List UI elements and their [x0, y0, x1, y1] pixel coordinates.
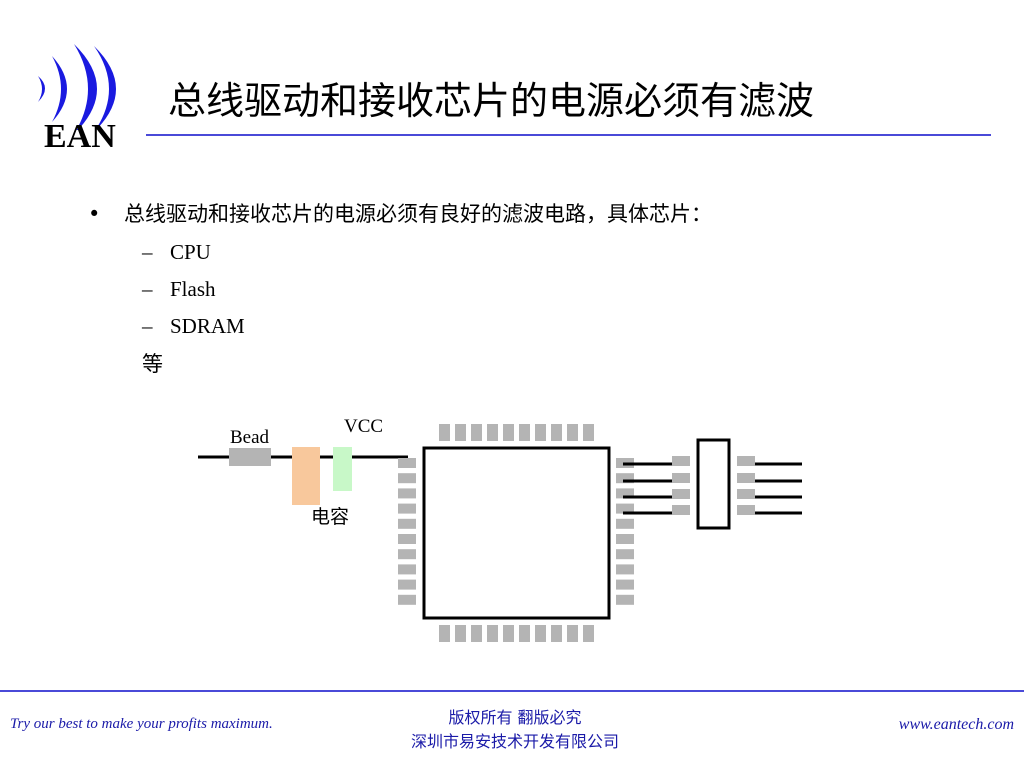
connector-pin-right: [737, 456, 755, 466]
chip-pin-left: [398, 549, 416, 560]
connector-pin-right: [737, 505, 755, 515]
copyright-line-1: 版权所有 翻版必究: [448, 708, 582, 727]
chip-pin-right: [616, 503, 634, 514]
capacitor-large: [292, 447, 320, 505]
chip-pin-left: [398, 579, 416, 590]
chip-pin-top: [551, 424, 562, 441]
page-title: 总线驱动和接收芯片的电源必须有滤波: [168, 79, 815, 123]
bead-label: Bead: [230, 427, 270, 448]
chip-to-connector-wires: [623, 462, 672, 515]
connector-body: [696, 438, 731, 530]
logo: [30, 40, 140, 160]
connector-pin-left: [672, 456, 690, 466]
chip-pin-bottom: [535, 625, 546, 642]
chip-pin-bottom: [519, 625, 530, 642]
chip-pins: [398, 424, 634, 642]
title-divider: [146, 134, 991, 136]
dash-marker: –: [142, 314, 153, 338]
connector-pin-left: [672, 489, 690, 499]
chip-pin-left: [398, 488, 416, 499]
chip-pin-left: [398, 534, 416, 544]
chip-pin-right: [616, 594, 634, 605]
chip-pin-right: [616, 579, 634, 590]
bullet-text: 总线驱动和接收芯片的电源必须有良好的滤波电路，具体芯片：: [124, 202, 712, 226]
chip-pin-top: [519, 424, 530, 441]
bullet-marker: •: [88, 202, 101, 226]
chip-pin-top: [503, 424, 514, 441]
connector-pin-left: [672, 505, 690, 515]
connector-pin-left: [672, 473, 690, 483]
ferrite-bead: [229, 448, 271, 466]
sub-item-label: Flash: [170, 277, 216, 301]
chip-pin-bottom: [439, 625, 450, 642]
footer-website-link[interactable]: www.eantech.com: [898, 716, 1014, 733]
chip-pin-right: [616, 488, 634, 499]
chip-pin-top: [535, 424, 546, 441]
etc-text: 等: [142, 352, 163, 376]
footer-copyright: 版权所有 翻版必究 深圳市易安技术开发有限公司: [360, 706, 670, 754]
chip-pin-left: [398, 458, 416, 468]
logo-text: EAN: [44, 118, 116, 155]
chip-pin-right: [616, 564, 634, 575]
chip-pin-bottom: [551, 625, 562, 642]
logo-waves-icon: [38, 44, 116, 134]
chip-pin-right: [616, 534, 634, 544]
connector-pin-right: [737, 473, 755, 483]
dash-marker: –: [142, 277, 153, 301]
chip-pin-right: [616, 518, 634, 529]
vcc-label: VCC: [344, 416, 383, 437]
connector-pins: [672, 456, 755, 515]
chip-pin-bottom: [487, 625, 498, 642]
chip-pin-top: [455, 424, 466, 441]
chip-body: [422, 446, 611, 620]
chip-pin-left: [398, 503, 416, 514]
chip-pin-bottom: [503, 625, 514, 642]
sub-item-cpu: –CPU: [142, 240, 211, 265]
bullet-item: • 总线驱动和接收芯片的电源必须有良好的滤波电路，具体芯片：: [88, 198, 712, 228]
sub-item-flash: –Flash: [142, 277, 216, 302]
copyright-line-2: 深圳市易安技术开发有限公司: [410, 732, 619, 751]
sub-item-label: CPU: [170, 240, 211, 264]
chip-pin-left: [398, 564, 416, 575]
chip-pin-right: [616, 473, 634, 484]
chip-pin-left: [398, 518, 416, 529]
chip-pin-bottom: [567, 625, 578, 642]
footer-divider: [0, 690, 1024, 692]
dash-marker: –: [142, 240, 153, 264]
chip-pin-bottom: [583, 625, 594, 642]
chip-pin-bottom: [455, 625, 466, 642]
chip-pin-top: [471, 424, 482, 441]
chip-pin-right: [616, 549, 634, 560]
footer-slogan: Try our best to make your profits maximu…: [10, 716, 273, 732]
sub-item-sdram: –SDRAM: [142, 314, 245, 339]
sub-item-label: SDRAM: [170, 314, 245, 338]
chip-pin-top: [583, 424, 594, 441]
capacitor-small: [333, 447, 352, 491]
connector-pin-right: [737, 489, 755, 499]
connector-output-wires: [755, 462, 802, 515]
chip-pin-top: [567, 424, 578, 441]
chip-pin-left: [398, 473, 416, 484]
chip-pin-top: [439, 424, 450, 441]
capacitor-label: 电容: [311, 506, 349, 528]
chip-pin-top: [487, 424, 498, 441]
chip-pin-left: [398, 594, 416, 605]
chip-pin-bottom: [471, 625, 482, 642]
